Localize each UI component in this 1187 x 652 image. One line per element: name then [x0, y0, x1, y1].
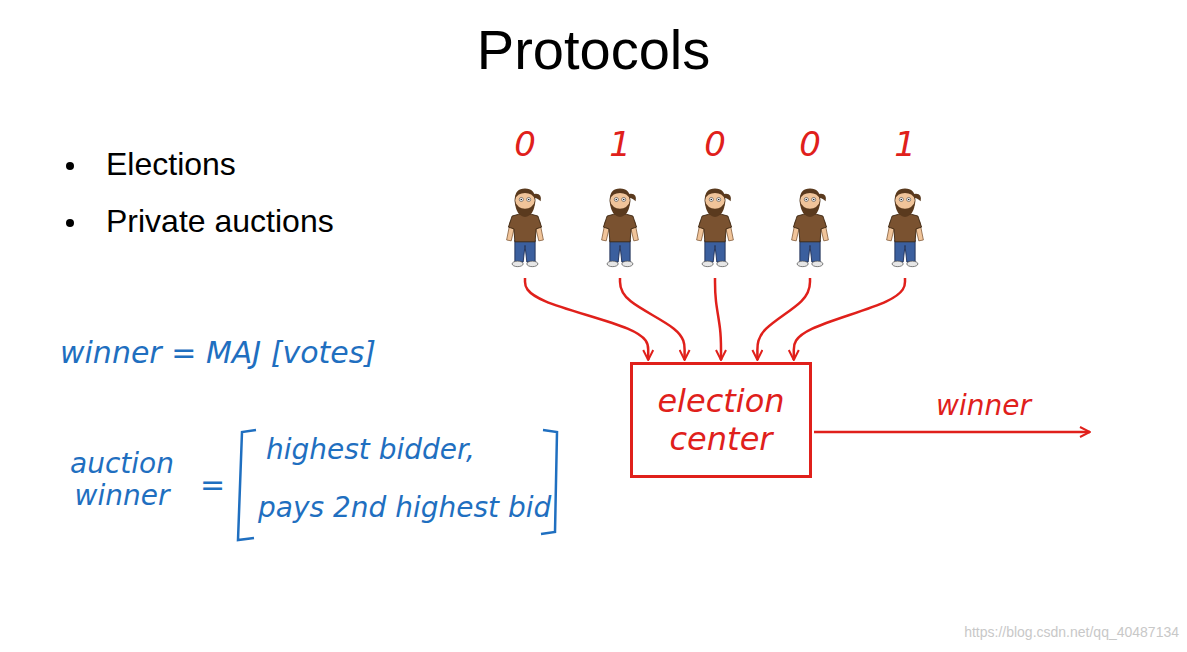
connector-arrow [715, 278, 721, 360]
voter: 0 [685, 126, 745, 276]
connector-arrow [525, 278, 648, 360]
person-figure [887, 188, 924, 266]
handwritten-note: auction winner [52, 448, 192, 512]
voter: 0 [495, 126, 555, 276]
bullet-item: Private auctions [106, 203, 334, 240]
bullet [66, 219, 74, 227]
vote-digit: 1 [590, 126, 650, 163]
box-label: election center [645, 382, 797, 459]
vote-digit: 0 [780, 126, 840, 163]
person-figure [697, 188, 734, 266]
voter: 1 [590, 126, 650, 276]
handwritten-note: = [200, 468, 225, 503]
person-figure [602, 188, 639, 266]
handwritten-note: pays 2nd highest bid [258, 492, 551, 524]
voter: 0 [780, 126, 840, 276]
vote-digit: 0 [685, 126, 745, 163]
edge-label: winner [936, 390, 1031, 422]
watermark: https://blog.csdn.net/qq_40487134 [964, 624, 1179, 640]
voter: 1 [875, 126, 935, 276]
bullet-item: Elections [106, 146, 236, 183]
person-figure [792, 188, 829, 266]
bracket [238, 430, 256, 540]
output-arrow [814, 431, 1090, 434]
connector-arrow [757, 278, 810, 360]
person-figure [507, 188, 544, 266]
slide-title: Protocols [0, 18, 1187, 82]
handwritten-note: winner = MAJ [votes] [60, 336, 376, 371]
process-box: election center [630, 362, 812, 478]
vote-digit: 1 [875, 126, 935, 163]
connector-arrow [794, 278, 905, 360]
connector-arrow [620, 278, 685, 360]
bullet [66, 162, 74, 170]
vote-digit: 0 [495, 126, 555, 163]
handwritten-note: highest bidder, [266, 434, 475, 466]
